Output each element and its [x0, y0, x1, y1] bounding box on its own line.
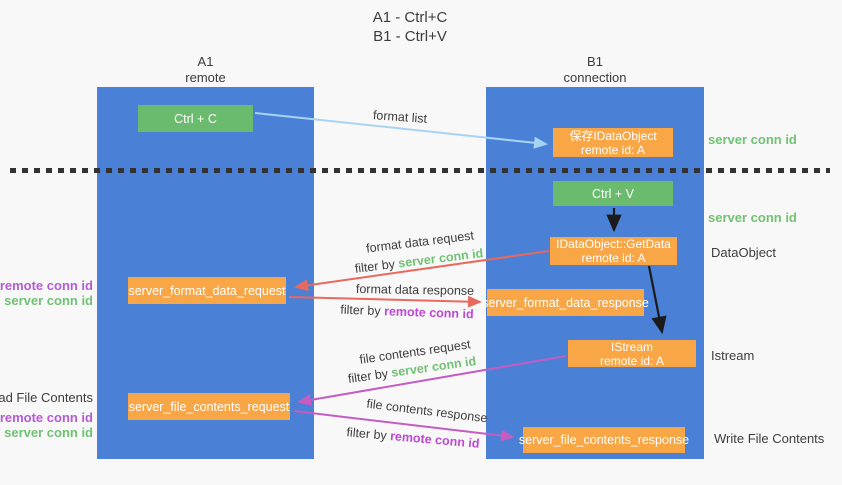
- title-line-1: A1 - Ctrl+C: [372, 9, 448, 26]
- right-column-header: B1 connection: [486, 54, 704, 86]
- server-conn-id-mid-label: server conn id: [708, 210, 797, 225]
- diagram-title: A1 - Ctrl+C B1 - Ctrl+V: [0, 8, 820, 46]
- left-column-role: remote: [185, 70, 226, 85]
- getdata-line2: remote id: A: [581, 251, 646, 265]
- right-column-name: B1: [587, 54, 603, 69]
- machine-boundary-dotted-line: [10, 168, 830, 173]
- server-conn-id-top-label: server conn id: [708, 132, 797, 147]
- format-server-conn-id-label: server conn id: [4, 293, 93, 308]
- file-response-filter-label: filter by remote conn id: [346, 425, 480, 451]
- format-remote-conn-id-label: remote conn id: [0, 278, 93, 293]
- server-format-data-response-node: server_format_data_response: [482, 289, 649, 316]
- filter-by-text: filter by: [340, 302, 385, 319]
- save-dataobject-node: 保存IDataObject remote id: A: [553, 128, 673, 157]
- right-column-role: connection: [563, 70, 627, 85]
- istream-node: IStream remote id: A: [568, 339, 696, 368]
- file-server-conn-id-label: server conn id: [4, 425, 93, 440]
- left-column-header: A1 remote: [97, 54, 314, 86]
- left-column-name: A1: [197, 54, 214, 69]
- save-dataobject-line1: 保存IDataObject: [569, 128, 657, 143]
- istream-line2: remote id: A: [599, 353, 665, 368]
- read-file-contents-label: Read File Contents: [0, 390, 93, 405]
- title-line-2: B1 - Ctrl+V: [373, 28, 447, 45]
- filter-by-text: filter by: [345, 425, 391, 443]
- ctrl-v-node: Ctrl + V: [553, 181, 673, 206]
- file-remote-conn-id-label: remote conn id: [0, 410, 93, 425]
- server-file-contents-request-node: server_file_contents_request: [128, 393, 290, 420]
- filter-remote-conn-id-text: remote conn id: [389, 429, 481, 451]
- format-data-response-arrow: [288, 295, 482, 308]
- file-contents-response-label: file contents response: [365, 396, 489, 426]
- filter-by-text: filter by: [354, 256, 400, 276]
- ctrl-c-node: Ctrl + C: [138, 105, 253, 132]
- istream-side-label: Istream: [711, 348, 755, 363]
- format-conn-id-stack: remote conn id server conn id: [0, 278, 93, 308]
- format-response-filter-label: filter by remote conn id: [340, 303, 474, 322]
- format-data-response-label: format data response: [355, 281, 475, 299]
- ctrl-v-label: Ctrl + V: [591, 186, 635, 201]
- filter-by-text: filter by: [347, 365, 393, 386]
- dataobject-label: DataObject: [711, 245, 777, 260]
- server-file-contents-request-label: server_file_contents_request: [128, 399, 290, 414]
- server-file-contents-response-label: server_file_contents_response: [518, 433, 690, 447]
- filter-remote-conn-id-text: remote conn id: [383, 304, 474, 322]
- server-format-data-request-node: server_format_data_request: [128, 277, 286, 304]
- server-file-contents-response-node: server_file_contents_response: [519, 427, 689, 453]
- file-left-stack: Read File Contents remote conn id server…: [0, 390, 93, 440]
- server-format-data-request-label: server_format_data_request: [128, 283, 286, 298]
- istream-line1: IStream: [610, 339, 653, 354]
- server-format-data-response-label: server_format_data_response: [482, 295, 649, 310]
- format-list-label: format list: [372, 108, 428, 126]
- write-file-contents-label: Write File Contents: [714, 431, 825, 446]
- ctrl-c-label: Ctrl + C: [174, 111, 217, 126]
- save-dataobject-line2: remote id: A: [580, 142, 646, 157]
- getdata-line1: IDataObject::GetData: [556, 237, 671, 251]
- getdata-node: IDataObject::GetData remote id: A: [550, 237, 677, 265]
